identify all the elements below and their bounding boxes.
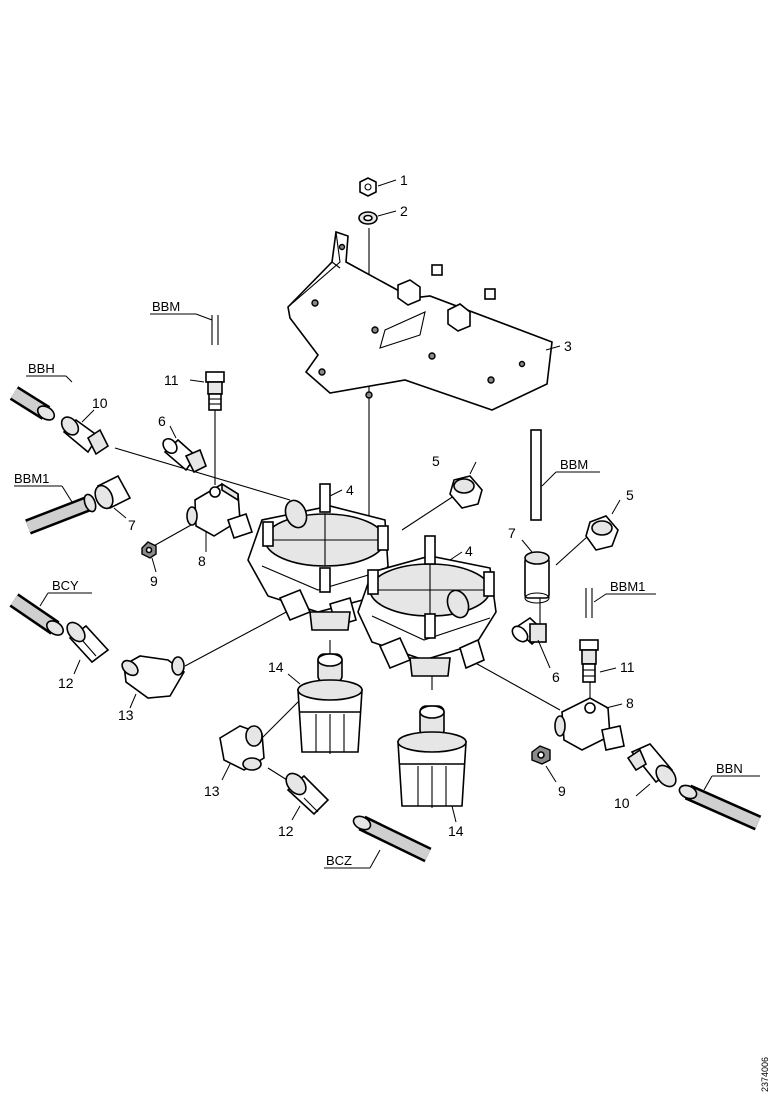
callout-14-left: 14 (268, 659, 284, 675)
callout-7-right: 7 (508, 525, 516, 541)
line-label-bcz: BCZ (326, 853, 352, 868)
elbow-right (511, 616, 547, 646)
cap-right (585, 515, 619, 551)
line-label-bbn: BBN (716, 761, 743, 776)
valve-left (247, 483, 389, 631)
callout-labels: 1 2 3 4 4 5 5 6 6 7 7 8 8 9 9 10 10 11 1… (58, 172, 635, 839)
filter-left (297, 653, 363, 754)
callout-6-right: 6 (552, 669, 560, 685)
line-label-bbm1-right: BBM1 (610, 579, 645, 594)
callout-3: 3 (564, 338, 572, 354)
cap-upper (449, 475, 483, 509)
line-code-labels: BBM BBH BBM1 BCY BBM BBM1 BBN BCZ (14, 299, 743, 868)
callout-14-right: 14 (448, 823, 464, 839)
pipe-bbm-top (211, 315, 219, 345)
elbow-left (162, 437, 208, 474)
callout-10-right: 10 (614, 795, 630, 811)
callout-11-right: 11 (620, 659, 635, 675)
plug-left (141, 541, 157, 559)
connector-12-left (66, 621, 110, 664)
callout-1: 1 (400, 172, 408, 188)
nut (359, 177, 377, 197)
tee-right (554, 697, 625, 751)
hose-bbm1-left (25, 493, 97, 535)
pipe-bbm-right (530, 429, 542, 521)
callout-5-upper: 5 (432, 453, 440, 469)
callout-4-left: 4 (346, 482, 354, 498)
pipe-bbm1-right (585, 588, 593, 618)
document-id: 2374006 (760, 1057, 770, 1092)
union-left (60, 416, 110, 456)
callout-10-left: 10 (92, 395, 108, 411)
valve-right (357, 535, 497, 677)
plug-right (531, 745, 551, 765)
hose-bcz (352, 815, 432, 863)
callout-12-left: 12 (58, 675, 74, 691)
callout-9-right: 9 (558, 783, 566, 799)
callout-4-right: 4 (465, 543, 473, 559)
hose-bcy (9, 593, 64, 636)
elbow-13-left (121, 655, 186, 699)
callout-8-right: 8 (626, 695, 634, 711)
callout-5-right: 5 (626, 487, 634, 503)
tee-left (186, 482, 254, 540)
callout-11-upper: 11 (164, 372, 179, 388)
callout-7-left: 7 (128, 517, 136, 533)
callout-2: 2 (400, 203, 408, 219)
callout-13-left: 13 (118, 707, 134, 723)
line-label-bbm1-left: BBM1 (14, 471, 49, 486)
line-label-bbm-right: BBM (560, 457, 588, 472)
sleeve-right (524, 551, 550, 604)
elbow-13-lower (219, 725, 265, 771)
line-label-bbh: BBH (28, 361, 55, 376)
sleeve-left (94, 474, 132, 510)
line-label-bbm-top: BBM (152, 299, 180, 314)
callout-9-left: 9 (150, 573, 158, 589)
nipple-upper (205, 371, 225, 411)
line-label-bcy: BCY (52, 578, 79, 593)
callout-13-lower: 13 (204, 783, 220, 799)
nipple-right (579, 639, 599, 683)
callout-12-lower: 12 (278, 823, 294, 839)
callout-6-left: 6 (158, 413, 166, 429)
washer (358, 211, 378, 225)
filter-right (397, 705, 467, 808)
union-right (626, 743, 677, 788)
hose-bbn (678, 784, 762, 831)
leader-lines (14, 179, 760, 869)
callout-8-left: 8 (198, 553, 206, 569)
hose-bbh (9, 386, 56, 421)
mounting-bracket (287, 230, 553, 411)
connector-12-lower (285, 772, 330, 816)
